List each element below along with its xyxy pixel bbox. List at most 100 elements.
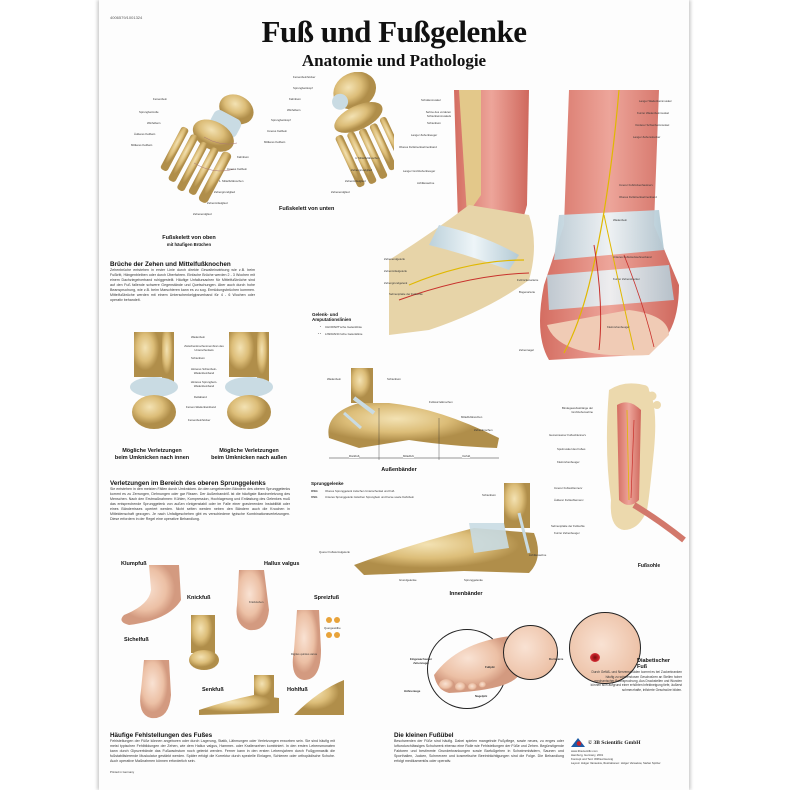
label-sole-aeusserer-fusssohlennerv: Äußerer Fußsohlennerv — [554, 498, 584, 502]
label-mittleres-keilbein-bottom: Mittleres Keilbein — [264, 140, 286, 144]
foot-sole-illustration — [606, 383, 686, 543]
figure-ankle-injuries: Wadenbein Zwischenknochenmembran des Unt… — [114, 332, 284, 437]
label-segment-rueckfuss: Rückfuß — [349, 454, 360, 458]
label-schienbein: Schienbein — [427, 121, 441, 125]
caption-skeleton-top: Fußskelett von oben mit häufigen Brüchen — [162, 235, 216, 247]
label-sole-spulmuskel: Spulmuskel des Fußes — [557, 447, 586, 451]
label-oberes-fussstrecksehnenband-front: Oberes Fußstrecksehnenband — [619, 195, 657, 199]
caption-ankle-inward: Mögliche Verletzungen beim Umknicken nac… — [114, 448, 190, 461]
label-oberes-fussstrecksehnenband: Oberes Fußstrecksehnenband — [399, 145, 437, 149]
deformity-spreizfuss: Spreizfuß — [314, 595, 340, 601]
label-zehengrundglied-bottom: Zehengrundglied — [351, 168, 372, 172]
deformity-sichelfuss: Sichelfuß — [124, 637, 149, 643]
label-langer-wadenbeinmuskel: Langer Wadenbeinmuskel — [639, 99, 672, 103]
label-kurzer-wadenbeinmuskel: Kurzer Wadenbeinmuskel — [637, 111, 669, 115]
label-fussrueckenarterie: Fußrückenarterie — [517, 278, 539, 282]
label-zehenmittelglied-bottom: Zehenmittelglied — [345, 179, 366, 183]
label-zehengrundgelenk: Zehengrundgelenk — [384, 281, 408, 285]
legend-usg: USG Unteres Sprunggelenk zwischen Sprung… — [311, 495, 415, 499]
label-zehenmittelgelenk: Zehenmittelgelenk — [384, 269, 407, 273]
label-outer-wadenbein: Wadenbein — [327, 377, 342, 381]
sprunggelenke-legend: Sprunggelenke OSG Oberes Sprunggelenk zw… — [311, 481, 431, 499]
label-mittelfussknochen: Mittelfußknochen — [461, 415, 483, 419]
label-kurzer-zehenstrecker: Kurzer Zehenstrecker — [613, 277, 640, 281]
label-segment-mittelfuss: Mittelfuß — [403, 454, 414, 458]
label-langer-zehenstrecker: Langer Zehenstrecker — [633, 135, 661, 139]
label-sprungbeinkopf-top: Sprungbeinkopf — [293, 86, 313, 90]
caption-sole: Fußsohle — [637, 563, 661, 569]
legend-osg: OSG Oberes Sprunggelenk zwischen Untersc… — [311, 489, 395, 493]
label-wuerfelbein: Würfelbein — [147, 121, 161, 125]
label-wadenbein-front: Wadenbein — [613, 218, 628, 222]
label-inner-achillessehne: Achillessehne — [529, 553, 547, 557]
label-zehenmittelglied: Zehenmittelglied — [207, 201, 228, 205]
label-aeusseres-keilbein: Äußeres Keilbein — [134, 132, 156, 136]
label-ankle-schienbein: Schienbein — [191, 356, 205, 360]
foot-skeleton-bottom-illustration — [332, 71, 404, 188]
ankle-joints-illustration — [130, 332, 273, 429]
poster-title: Fuß und Fußgelenke — [261, 14, 527, 49]
label-wuerfelbein-bottom: Würfelbein — [287, 108, 301, 112]
section-small-ailments: Die kleinen Fußübel Beschwerden der Füße… — [394, 732, 564, 763]
caption-ankle-outward: Mögliche Verletzungen beim Umknicken nac… — [211, 448, 287, 461]
label-zehennagel: Zehennagel — [519, 348, 534, 352]
diabetic-foot-text: Diabetischer Fuß Durch Gefäß- und Nerven… — [590, 658, 682, 692]
section-deformities: Häufige Fehlstellungen des Fußes Fehlste… — [110, 732, 335, 763]
label-sehnenplatte-fusssohle: Sehnenplatte der Fußsohle — [389, 292, 423, 296]
figure-deformities: Klumpfuß Hallux valgus Knickfuß Spreizfu… — [109, 550, 344, 720]
label-quergewoelbe: Quergewölbe — [324, 626, 341, 630]
toes-illustration — [434, 635, 519, 693]
caption-outer-ligaments: Außenbänder — [381, 467, 417, 473]
label-kleinzehenbeuger: Kleinzehenbeuger — [607, 325, 630, 329]
label-sole-kurzer-zehenbeuger: Kurzer Zehenbeuger — [554, 531, 580, 535]
label-fersenbein: Fersenbein — [153, 97, 167, 101]
poster-subtitle: Anatomie und Pathologie — [301, 51, 487, 70]
label-nagelpilz: Nagelpilz — [475, 694, 488, 698]
legend-chopart: * CHOPART'sche Gelenklinie — [319, 325, 362, 329]
figure-skeleton-top: Fersenbein Sprungbeinrolle Würfelbein Äu… — [109, 85, 259, 247]
label-ankle-hinteres-schienbein-wadenbeinband: Hinteres Schienbein-Wadenbeinband — [191, 367, 217, 375]
deformity-senkfuss: Senkfuß — [202, 687, 224, 693]
figure-skeleton-bottom: Fersenbeinhöcker Sprungbeinkopf Kahnbein… — [259, 71, 404, 212]
label-kahnbein: Kahnbein — [237, 155, 249, 159]
label-inneres-keilbein: Inneres Keilbein — [227, 167, 248, 171]
publisher-block: © 3B Scientific GmbH www.3bscientific.co… — [571, 738, 686, 765]
outer-ligaments-illustration — [328, 368, 499, 460]
label-1-mittelfussknochen: 1. Mittelfußknochen — [219, 179, 244, 183]
label-sole-kleinzehenbeuger: Kleinzehenbeuger — [557, 460, 580, 464]
label-ankle-hinteres-sprungbein-wadenbeinband: Hinteres Sprungbein-Wadenbeinband — [190, 380, 218, 388]
label-knickzehen: Knickzehen — [249, 600, 264, 604]
label-outer-schienbein: Schienbein — [387, 377, 401, 381]
label-sprungbeinkopf: Sprungbeinkopf — [271, 118, 291, 122]
legend-lisfranc: * * LISFRANC'sche Gelenklinie — [317, 332, 363, 336]
section-fractures: Brüche der Zehen und Mittelfußknochen Ze… — [110, 261, 255, 302]
label-ankle-wadenbein: Wadenbein — [191, 335, 206, 339]
label-zehenendgelenk: Zehenendgelenk — [384, 257, 405, 261]
diabetic-foot-circle — [569, 612, 641, 684]
label-kahnbein-bottom: Kahnbein — [289, 97, 301, 101]
printed-in-germany: Printed in Germany — [110, 770, 135, 774]
label-dornwarze: Dornwarze — [549, 657, 564, 661]
label-eingewachsener-zehennagel: Eingewachsener Zehennagel — [409, 657, 433, 665]
ulcer-icon — [590, 653, 600, 662]
caption-inner-ligaments: Innenbänder — [449, 591, 483, 597]
section-ankle-injuries: Verletzungen im Bereich des oberen Sprun… — [110, 480, 290, 521]
anatomy-poster: 4006579/1001324 Fuß und Fußgelenke Anato… — [99, 0, 689, 790]
label-fusspilz: Fußpilz — [485, 665, 495, 669]
label-zehengrundglied: Zehengrundglied — [214, 190, 235, 194]
foot-deformities-illustration — [121, 565, 344, 719]
deformity-klumpfuss: Klumpfuß — [121, 561, 147, 567]
label-mittleres-keilbein: Mittleres Keilbein — [131, 143, 153, 147]
figure-small-ailments: Eingewachsener Zehennagel Fußpilz Dornwa… — [399, 615, 599, 715]
label-zehenendglied-bottom: Zehenendglied — [331, 190, 350, 194]
label-ankle-fersenbeinhoecker: Fersenbeinhöcker — [188, 418, 211, 422]
label-zehenknochen: Zehenknochen — [474, 428, 493, 432]
3b-scientific-logo-icon — [571, 738, 585, 747]
label-digitus-quintus-varus: Digitus quintus varus — [291, 652, 317, 656]
label-bogenarterie: Bogenarterie — [519, 290, 536, 294]
deformity-hallux-valgus: Hallux valgus — [264, 561, 300, 567]
foot-muscles-illustration — [389, 89, 679, 360]
label-inner-schienbein: Schienbein — [482, 493, 496, 497]
figure-outer-ligaments: Wadenbein Schienbein Fußwurzelknochen Mi… — [299, 368, 504, 468]
label-ankle-zwischenknochenmembran: Zwischenknochenmembran des Unterschenkel… — [184, 344, 224, 352]
